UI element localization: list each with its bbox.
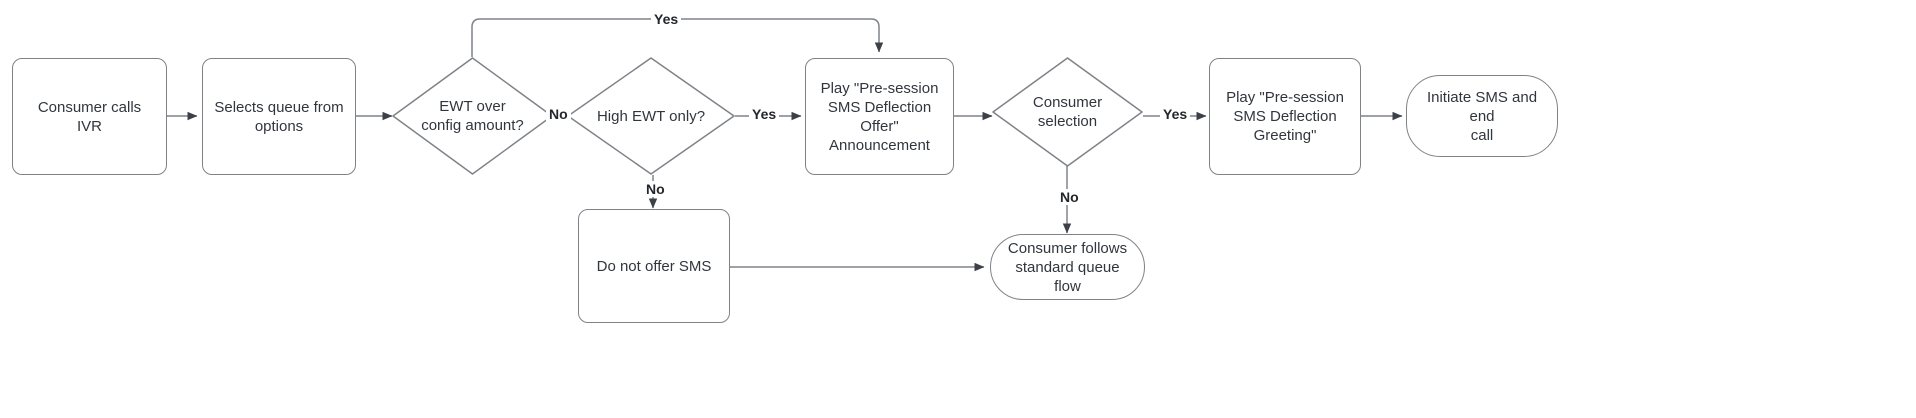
node-consumer-standard-queue[interactable]: Consumer follows standard queue flow: [990, 234, 1145, 300]
node-label: EWT over config amount?: [421, 98, 524, 134]
edge-label-high-ewt-yes: Yes: [749, 106, 780, 122]
edge-label-ewt-no: No: [546, 106, 571, 122]
node-consumer-selection[interactable]: Consumer selection: [992, 57, 1143, 167]
node-ewt-over-config[interactable]: EWT over config amount?: [392, 57, 553, 175]
node-label: Do not offer SMS: [596, 257, 712, 275]
edge-label-selection-yes: Yes: [1160, 106, 1191, 122]
node-label: Initiate SMS and end call: [1426, 88, 1538, 144]
node-label: Selects queue from options: [214, 98, 344, 135]
edge-label-selection-no: No: [1057, 189, 1082, 205]
node-label: Consumer calls IVR: [37, 98, 142, 135]
node-initiate-sms-end-call[interactable]: Initiate SMS and end call: [1406, 75, 1558, 157]
diamond-shape: [392, 57, 553, 175]
node-do-not-offer-sms[interactable]: Do not offer SMS: [578, 209, 730, 323]
node-label: Consumer selection: [1032, 94, 1103, 130]
node-consumer-calls-ivr[interactable]: Consumer calls IVR: [12, 58, 167, 175]
diamond-shape: [992, 57, 1143, 167]
edge-label-ewt-yes: Yes: [651, 11, 682, 27]
node-play-offer-announcement[interactable]: Play "Pre-session SMS Deflection Offer" …: [805, 58, 954, 175]
diamond-shape: [567, 57, 735, 175]
node-label: High EWT only?: [596, 107, 706, 125]
edge-label-high-ewt-no: No: [643, 181, 668, 197]
node-label: Consumer follows standard queue flow: [1007, 239, 1128, 295]
node-label: Play "Pre-session SMS Deflection Greetin…: [1226, 89, 1344, 144]
node-high-ewt-only[interactable]: High EWT only?: [567, 57, 735, 175]
node-label: Play "Pre-session SMS Deflection Offer" …: [820, 79, 939, 154]
node-play-deflection-greeting[interactable]: Play "Pre-session SMS Deflection Greetin…: [1209, 58, 1361, 175]
node-selects-queue[interactable]: Selects queue from options: [202, 58, 356, 175]
